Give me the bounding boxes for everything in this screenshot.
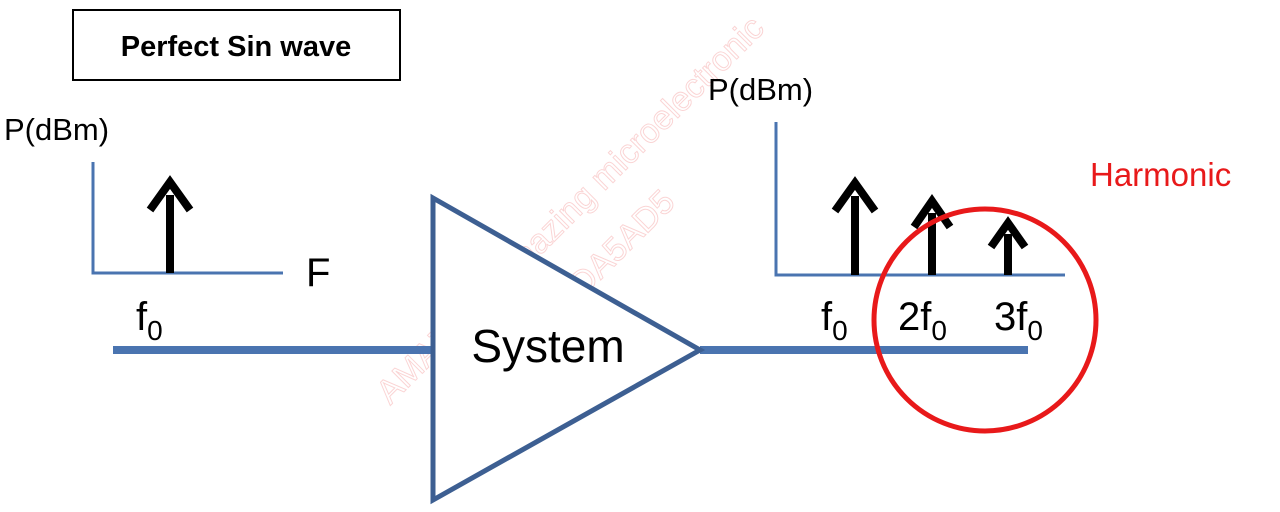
system-label: System: [471, 320, 624, 372]
tone-label-3f0: 3f0: [994, 295, 1043, 346]
input-y-label: P(dBm): [4, 112, 109, 147]
tone-label-f0: f0: [821, 295, 848, 346]
output-y-label: P(dBm): [708, 72, 813, 107]
title-box: [72, 9, 401, 81]
input-x-label: F: [306, 251, 330, 295]
output-axes: [774, 122, 1065, 277]
harmonic-highlight-circle: [871, 206, 1099, 434]
harmonic-label: Harmonic: [1090, 156, 1231, 193]
fundamental-arrow: [831, 176, 879, 275]
input-axes: [91, 162, 283, 275]
input-tone-arrow: [146, 175, 194, 273]
third-harmonic-arrow: [987, 216, 1029, 275]
title-text: Perfect Sin wave: [121, 31, 352, 63]
system-block: [430, 193, 706, 505]
input-tone-label: f0: [136, 295, 163, 346]
second-harmonic-arrow: [910, 193, 954, 275]
tone-label-2f0: 2f0: [898, 295, 947, 346]
